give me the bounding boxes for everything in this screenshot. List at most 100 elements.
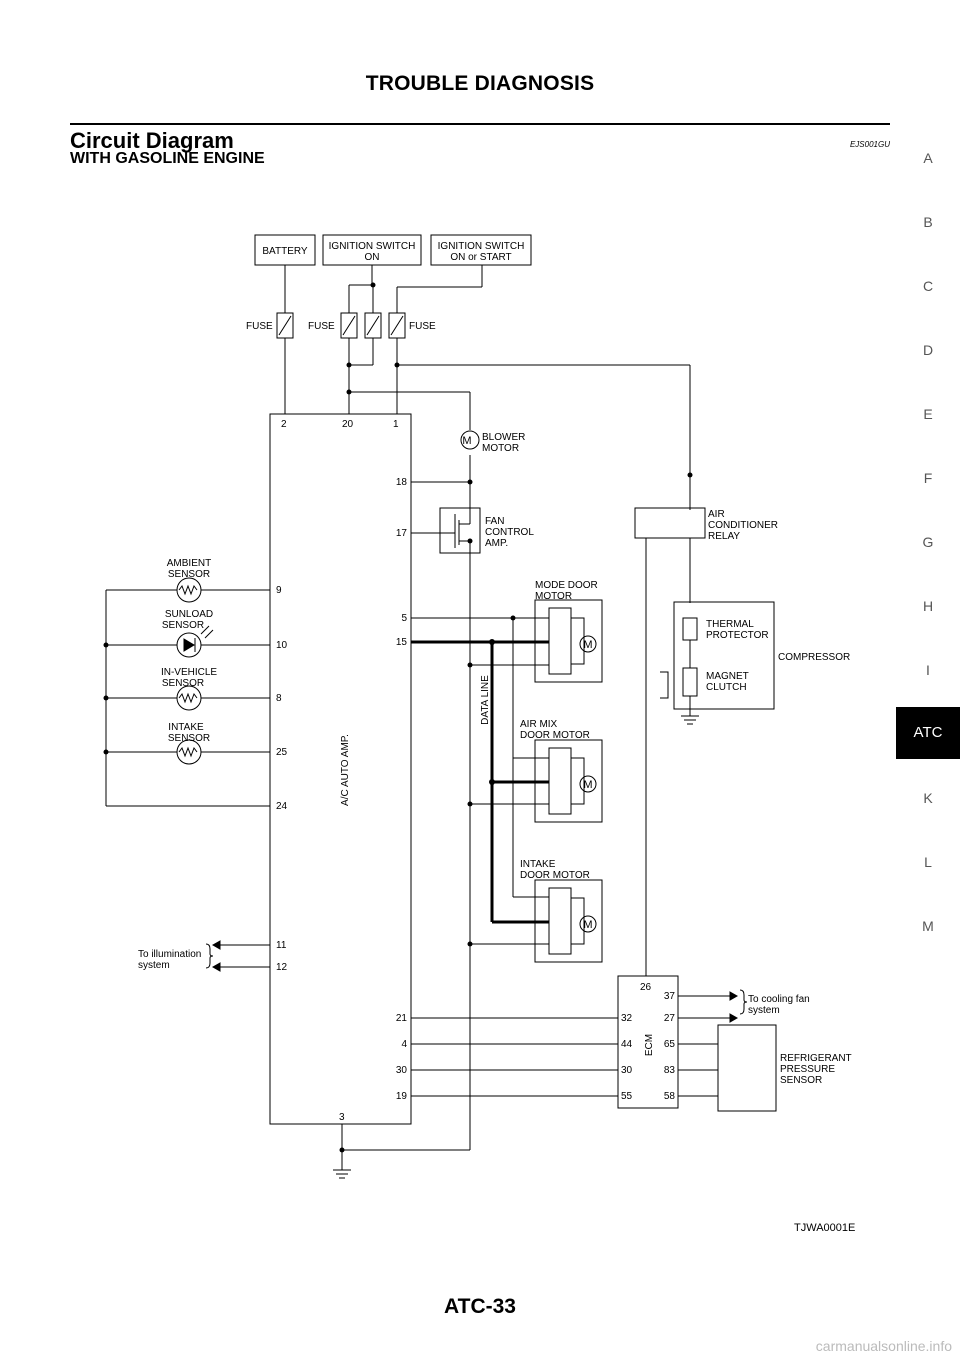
battery-label: BATTERY — [262, 246, 308, 257]
intake-motor-symbol: M — [583, 919, 592, 931]
fan-amp-label-3: AMP. — [485, 538, 508, 549]
invehicle-label-2: SENSOR — [162, 678, 204, 689]
fuse-label-ign: FUSE — [308, 321, 335, 332]
mode-door-label-1: MODE DOOR — [535, 580, 598, 591]
side-index-letter-c[interactable]: C — [922, 278, 934, 294]
intake-door-label-2: DOOR MOTOR — [520, 870, 590, 881]
ecm-pin-55: 55 — [621, 1091, 633, 1102]
refrigerant-sensor-box — [717, 1024, 777, 1112]
side-index-letter-i[interactable]: I — [926, 662, 930, 678]
ecm-box — [617, 975, 679, 1109]
ac-auto-amp-box — [269, 413, 412, 1125]
section-title: Circuit Diagram — [70, 128, 234, 153]
refrigerant-label-2: PRESSURE — [780, 1064, 835, 1075]
fuse-label-start: FUSE — [409, 321, 436, 332]
ambient-label-1: AMBIENT — [167, 558, 211, 569]
magnet-label-2: CLUTCH — [706, 682, 747, 693]
ecm-pin-44: 44 — [621, 1039, 633, 1050]
side-index-letter-a[interactable]: A — [923, 150, 933, 166]
cooling-fan-label-1: To cooling fan — [748, 994, 810, 1005]
ign-on-label-2: ON — [365, 252, 380, 263]
ambient-label-2: SENSOR — [168, 569, 210, 580]
blower-label-2: MOTOR — [482, 443, 519, 454]
amp-pin-30: 30 — [396, 1065, 408, 1076]
amp-pin-1: 1 — [393, 419, 399, 430]
amp-pin-12: 12 — [276, 962, 288, 973]
section-subtitle: WITH GASOLINE ENGINE — [70, 150, 265, 167]
ecm-pin-58: 58 — [664, 1091, 676, 1102]
ign-on-label-1: IGNITION SWITCH — [329, 241, 416, 252]
thermal-label-2: PROTECTOR — [706, 630, 769, 641]
ecm-pin-65: 65 — [664, 1039, 676, 1050]
amp-label: A/C AUTO AMP. — [340, 734, 351, 806]
side-index-letter-k[interactable]: K — [923, 790, 933, 806]
amp-pin-2: 2 — [281, 419, 287, 430]
refrigerant-label-1: REFRIGERANT — [780, 1053, 852, 1064]
sunload-label-1: SUNLOAD — [165, 609, 213, 620]
side-index-letter-f[interactable]: F — [923, 470, 933, 486]
intake-door-label-1: INTAKE — [520, 859, 556, 870]
fan-amp-label-2: CONTROL — [485, 527, 534, 538]
amp-pin-9: 9 — [276, 585, 282, 596]
ac-relay-box — [634, 507, 706, 539]
amp-pin-15: 15 — [396, 637, 408, 648]
mode-door-label-2: MOTOR — [535, 591, 572, 602]
data-line-label: DATA LINE — [480, 675, 491, 725]
amp-pin-5: 5 — [401, 613, 407, 624]
mode-door-motor-symbol: M — [583, 639, 592, 651]
ecm-label: ECM — [644, 1034, 655, 1056]
fuse-label-battery: FUSE — [246, 321, 273, 332]
side-index-active-tab[interactable]: ATC — [896, 707, 960, 759]
amp-pin-8: 8 — [276, 693, 282, 704]
amp-pin-4: 4 — [401, 1039, 407, 1050]
ac-relay-label-2: CONDITIONER — [708, 520, 778, 531]
fan-control-amp-box — [439, 507, 481, 554]
airmix-label-2: DOOR MOTOR — [520, 730, 590, 741]
blower-motor — [460, 430, 480, 450]
header-rule — [70, 123, 890, 125]
amp-pin-21: 21 — [396, 1013, 408, 1024]
ecm-pin-27: 27 — [664, 1013, 676, 1024]
ac-relay-label-3: RELAY — [708, 531, 740, 542]
amp-pin-11: 11 — [276, 940, 287, 951]
illumination-label-2: system — [138, 960, 170, 971]
amp-pin-19: 19 — [396, 1091, 408, 1102]
thermal-label-1: THERMAL — [706, 619, 754, 630]
amp-pin-25: 25 — [276, 747, 288, 758]
ecm-pin-32: 32 — [621, 1013, 633, 1024]
amp-pin-17: 17 — [396, 528, 408, 539]
invehicle-label-1: IN-VEHICLE — [161, 667, 217, 678]
amp-pin-3: 3 — [339, 1112, 345, 1123]
page-header-title: TROUBLE DIAGNOSIS — [365, 72, 595, 95]
ign-start-label-2: ON or START — [450, 252, 511, 263]
side-index-letter-b[interactable]: B — [923, 214, 933, 230]
compressor-label: COMPRESSOR — [778, 652, 850, 663]
side-index-letter-h[interactable]: H — [922, 598, 934, 614]
blower-label-1: BLOWER — [482, 432, 525, 443]
side-index-letter-g[interactable]: G — [922, 534, 934, 550]
side-index-letter-l[interactable]: L — [924, 854, 932, 870]
intake-sensor-label-2: SENSOR — [168, 733, 210, 744]
ecm-pin-26: 26 — [640, 982, 652, 993]
magnet-label-1: MAGNET — [706, 671, 749, 682]
ecm-pin-37: 37 — [664, 991, 676, 1002]
amp-pin-20: 20 — [342, 419, 354, 430]
refrigerant-label-3: SENSOR — [780, 1075, 822, 1086]
intake-sensor-label-1: INTAKE — [168, 722, 204, 733]
airmix-motor-symbol: M — [583, 779, 592, 791]
amp-pin-10: 10 — [276, 640, 288, 651]
side-index-letter-e[interactable]: E — [923, 406, 933, 422]
page-number: ATC-33 — [444, 1295, 516, 1318]
side-index-letter-d[interactable]: D — [922, 342, 934, 358]
illumination-label-1: To illumination — [138, 949, 201, 960]
fan-amp-label-1: FAN — [485, 516, 504, 527]
ignition-switch-start-box — [430, 234, 532, 266]
side-index-letter-m[interactable]: M — [922, 918, 934, 934]
figure-code: TJWA0001E — [794, 1222, 856, 1234]
watermark: carmanualsonline.info — [815, 1338, 952, 1354]
airmix-label-1: AIR MIX — [520, 719, 558, 730]
amp-pin-18: 18 — [396, 477, 408, 488]
blower-motor-symbol: M — [462, 435, 471, 447]
cooling-fan-label-2: system — [748, 1005, 780, 1016]
